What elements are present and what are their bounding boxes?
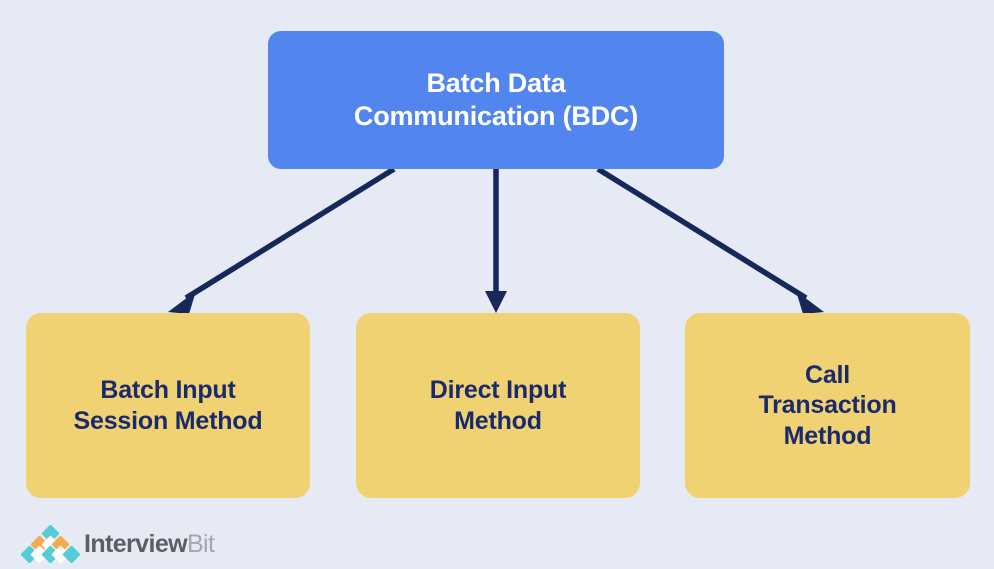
edge-root-to-direct-input [485,169,507,313]
node-direct-input-method: Direct Input Method [356,313,640,498]
node-batch-input-session-method: Batch Input Session Method [26,313,310,498]
interviewbit-logo-mark-icon [19,524,81,564]
edge-root-to-call-transaction [596,166,824,314]
node-call-transaction-method: Call Transaction Method [685,313,970,498]
logo-text-bit: Bit [186,529,215,558]
node-batch-data-communication: Batch Data Communication (BDC) [268,31,724,169]
interviewbit-logo-text: InterviewBit [84,529,215,558]
logo-text-interview: Interview [84,529,188,558]
interviewbit-logo: InterviewBit [19,524,215,564]
edge-root-to-batch-input-session [168,166,396,314]
